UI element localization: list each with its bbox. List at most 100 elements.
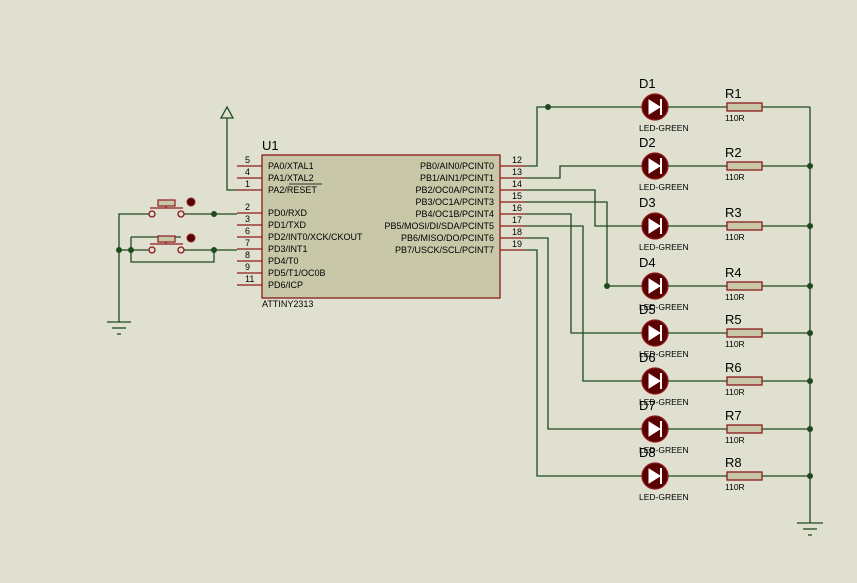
resistor-icon [726, 102, 763, 112]
chip-reference: U1 [262, 138, 279, 153]
push-button-contact [177, 210, 185, 218]
pin-name: PB4/OC1B/PCINT4 [415, 209, 494, 219]
resistor-reference: R2 [725, 145, 742, 160]
led-arrow [648, 99, 661, 115]
pin-number: 14 [512, 179, 522, 189]
pin-number: 12 [512, 155, 522, 165]
led-value: LED-GREEN [639, 445, 689, 455]
junction-dot [116, 247, 122, 253]
led-reference: D4 [639, 255, 656, 270]
led-value: LED-GREEN [639, 492, 689, 502]
junction-dot [211, 211, 217, 217]
pin-name: PB0/AIN0/PCINT0 [420, 161, 494, 171]
wire-d2 [525, 165, 643, 179]
resistor-icon [726, 424, 763, 434]
led-value: LED-GREEN [639, 349, 689, 359]
pin-name: PB6/MISO/DO/PCINT6 [401, 233, 494, 243]
led-reference: D6 [639, 350, 656, 365]
resistor-value: 110R [725, 172, 745, 182]
junction-dot [807, 473, 813, 479]
pin-name: PB5/MOSI/DI/SDA/PCINT5 [384, 221, 494, 231]
push-button-icon [148, 210, 156, 218]
wire-d6 [525, 225, 643, 382]
wire-d3 [525, 189, 643, 227]
pin-number: 2 [245, 202, 250, 212]
button-state-indicator [186, 233, 196, 243]
led-value: LED-GREEN [639, 302, 689, 312]
button-state-indicator [186, 197, 196, 207]
push-button-cap [157, 199, 176, 207]
resistor-reference: R1 [725, 86, 742, 101]
pin-number: 9 [245, 262, 250, 272]
junction-dot [807, 283, 813, 289]
resistor-icon [726, 281, 763, 291]
junction-dot [128, 247, 134, 253]
led-reference: D7 [639, 398, 656, 413]
resistor-icon [726, 328, 763, 338]
resistor-value: 110R [725, 113, 745, 123]
pin-name: PA0/XTAL1 [268, 161, 314, 171]
pin-name: PA2/RESET [268, 185, 317, 195]
pin-number: 18 [512, 227, 522, 237]
resistor-icon [726, 376, 763, 386]
pin-name: PD2/INT0/XCK/CKOUT [268, 232, 363, 242]
resistor-reference: R6 [725, 360, 742, 375]
junction-dot [807, 330, 813, 336]
led-value: LED-GREEN [639, 397, 689, 407]
power-terminal-icon [219, 105, 235, 119]
pin-number: 17 [512, 215, 522, 225]
pin-number: 1 [245, 179, 250, 189]
pin-name: PA1/XTAL2 [268, 173, 314, 183]
pin-number: 11 [245, 274, 254, 284]
led-reference: D3 [639, 195, 656, 210]
pin-number: 6 [245, 226, 250, 236]
resistor-value: 110R [725, 387, 745, 397]
pin-name: PD0/RXD [268, 208, 308, 218]
resistor-icon [726, 221, 763, 231]
microcontroller-body [261, 154, 501, 299]
pin-number: 7 [245, 238, 250, 248]
pin-number: 4 [245, 167, 250, 177]
led-arrow [648, 468, 661, 484]
wire-d8 [525, 249, 643, 477]
resistor-reference: R5 [725, 312, 742, 327]
led-value: LED-GREEN [639, 182, 689, 192]
led-reference: D5 [639, 302, 656, 317]
led-arrow [648, 278, 661, 294]
junction-dot [807, 378, 813, 384]
resistor-value: 110R [725, 339, 745, 349]
reset-power-wire [226, 118, 237, 191]
led-arrow [648, 421, 661, 437]
pin-name: PD3/INT1 [268, 244, 308, 254]
resistor-icon [726, 161, 763, 171]
led-value: LED-GREEN [639, 123, 689, 133]
pin-number: 8 [245, 250, 250, 260]
pin-name: PD5/T1/OC0B [268, 268, 326, 278]
pin-name: PD1/TXD [268, 220, 307, 230]
led-arrow [648, 218, 661, 234]
pin-number: 19 [512, 239, 522, 249]
pin-name: PB2/OC0A/PCINT2 [415, 185, 494, 195]
wire-d5 [525, 213, 643, 334]
pin-number: 5 [245, 155, 250, 165]
led-arrow [648, 373, 661, 389]
led-reference: D8 [639, 445, 656, 460]
resistor-reference: R3 [725, 205, 742, 220]
led-reference: D2 [639, 135, 656, 150]
push-button-cap [157, 235, 176, 243]
junction-dot [604, 283, 610, 289]
button1-left-wire [118, 213, 149, 322]
led-reference: D1 [639, 76, 656, 91]
resistor-icon [726, 471, 763, 481]
resistor-reference: R8 [725, 455, 742, 470]
resistor-value: 110R [725, 435, 745, 445]
chip-part-name: ATTINY2313 [262, 299, 313, 309]
pin-number: 3 [245, 214, 250, 224]
pin-number: 13 [512, 167, 522, 177]
push-button-icon [148, 246, 156, 254]
pin-name: PD6/ICP [268, 280, 303, 290]
resistor-value: 110R [725, 482, 745, 492]
junction-dot [545, 104, 551, 110]
